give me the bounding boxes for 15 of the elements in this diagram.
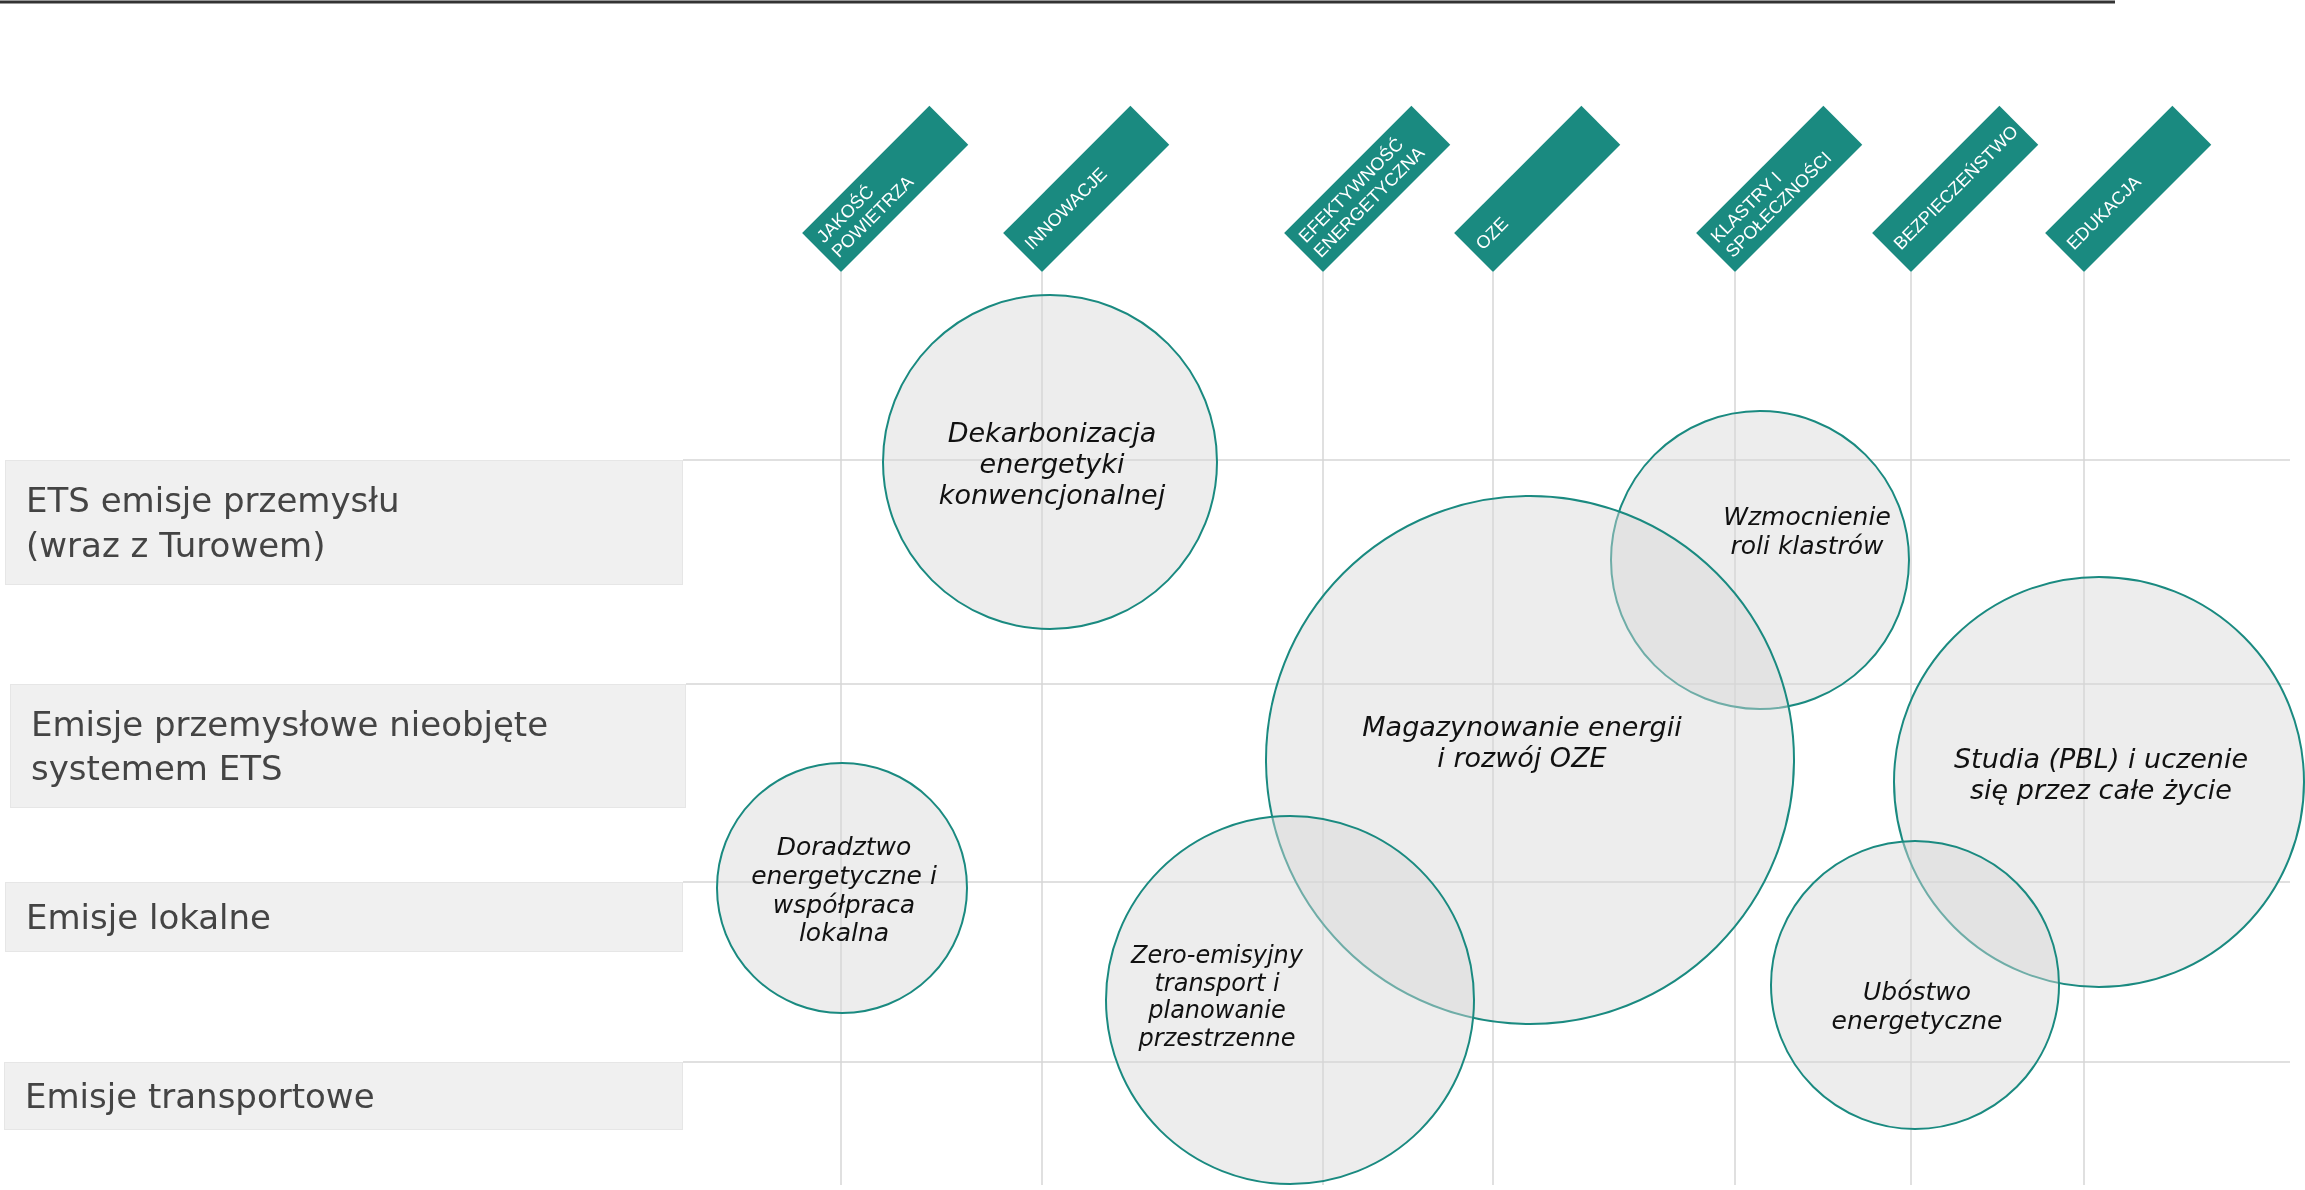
row-header-label: Emisje transportowe bbox=[25, 1074, 375, 1118]
bubble-label: Zero-emisyjny transport i planowanie przestrzenne bbox=[1129, 941, 1304, 1053]
row-header-label: ETS emisje przemysłu (wraz z Turowem) bbox=[26, 479, 401, 567]
row-header-box bbox=[5, 882, 683, 952]
bubble-label: Ubóstwo energetyczne bbox=[1830, 978, 2004, 1036]
row-header-label: Emisje przemysłowe nieobjęte systemem ETS bbox=[31, 702, 550, 790]
row-header-box bbox=[4, 1062, 683, 1130]
row-header-box bbox=[5, 460, 683, 585]
row-header-box bbox=[10, 684, 686, 808]
bubble-label: Magazynowanie energii i rozwój OZE bbox=[1361, 710, 1683, 774]
bubble-label: Dekarbonizacja energetyki konwencjonalnej bbox=[937, 417, 1167, 511]
bubble-label: Doradztwo energetyczne i współpraca lokalna bbox=[750, 832, 938, 948]
row-header-label: Emisje lokalne bbox=[26, 895, 272, 939]
bubble-label: Wzmocnienie roli klastrów bbox=[1722, 503, 1892, 561]
bubble-label: Studia (PBL) i uczenie się przez całe życie bbox=[1952, 742, 2250, 806]
